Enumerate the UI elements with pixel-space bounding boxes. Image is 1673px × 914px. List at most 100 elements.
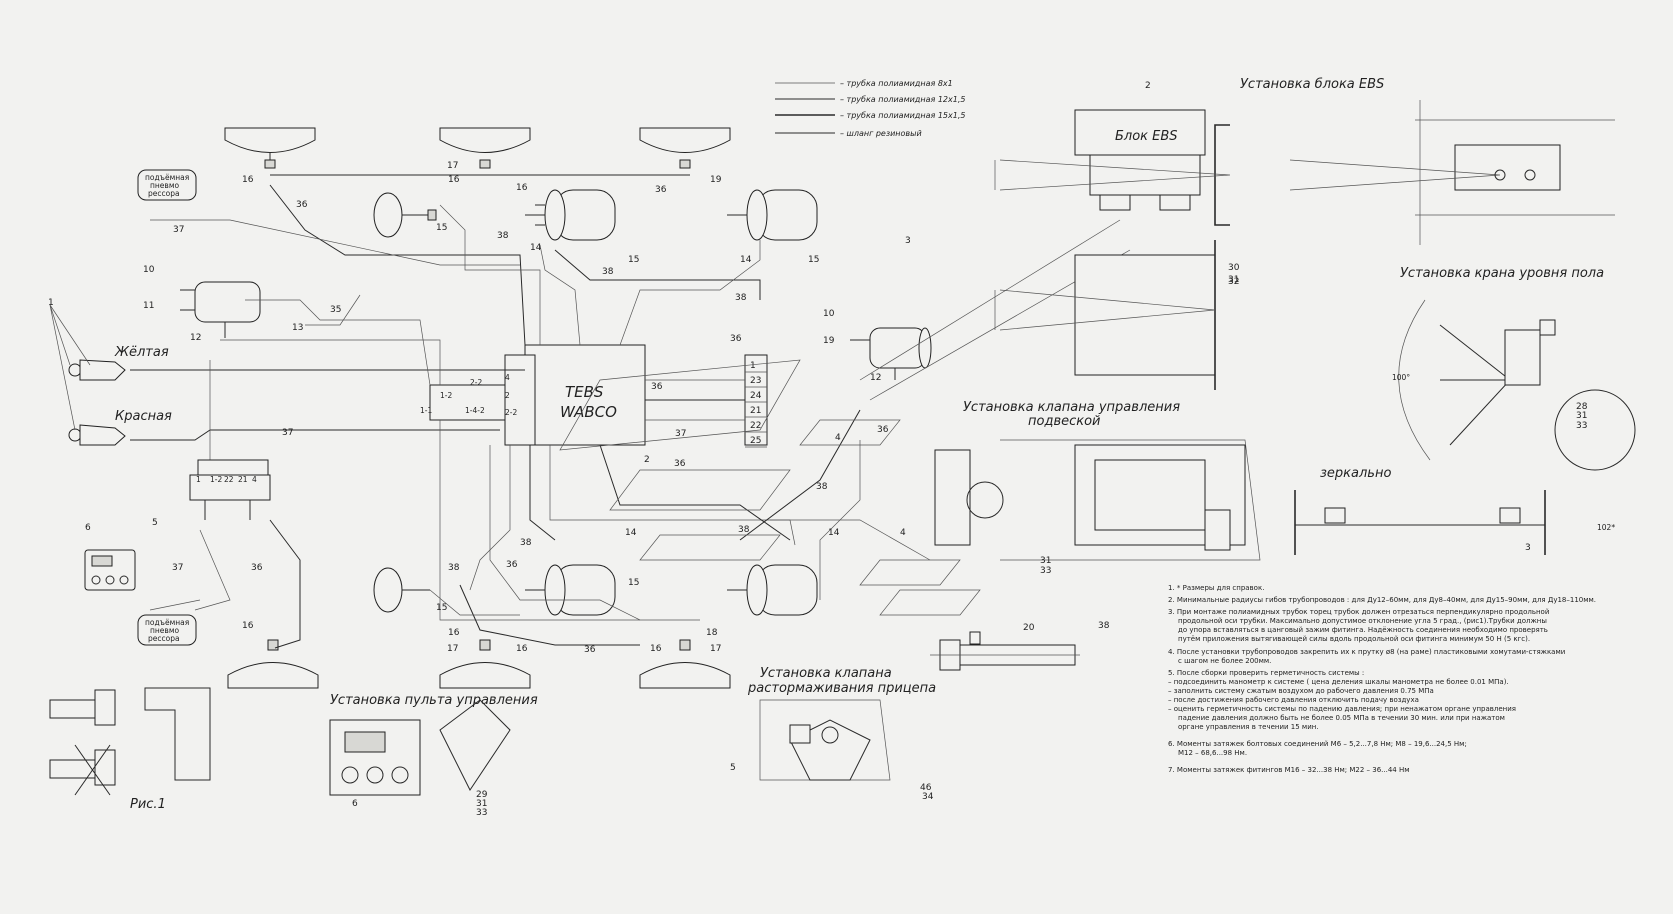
note-line: продольной оси трубки. Максимально допус… (1178, 617, 1547, 625)
callout-6: 6 (352, 799, 358, 809)
ebs-installation: Установка блока EBS Блок EBS (994, 77, 1615, 390)
module-port-label: 1-1 (420, 406, 432, 415)
callout-15: 15 (808, 255, 819, 265)
ebs-block-label: Блок EBS (1115, 129, 1178, 144)
block5-port-label: 22 (224, 475, 234, 484)
callout-31: 31 (1228, 275, 1239, 285)
callout-38: 38 (520, 538, 532, 548)
wheel-bottom-mid (439, 639, 531, 689)
wheel-top-left (224, 127, 316, 169)
legend-item-3: – трубка полиамидная 15х1,5 (840, 111, 965, 120)
callout-46: 46 (920, 783, 932, 793)
svg-text:102*: 102* (1597, 523, 1615, 532)
callout-38: 38 (1098, 621, 1110, 631)
callout-31: 31 (1576, 411, 1587, 421)
callout-4: 4 (900, 528, 906, 538)
control-panel-title: Установка пульта управления (330, 693, 538, 708)
floor-valve-title: Установка крана уровня пола (1400, 266, 1604, 281)
suspension-title-2: подвеской (1028, 414, 1101, 429)
tebs-label: TEBS (565, 383, 604, 401)
callout-14: 14 (625, 528, 637, 538)
fitting-detail (930, 631, 1080, 671)
module-port-label: 4 (505, 373, 510, 382)
callout-3: 3 (1525, 543, 1531, 553)
pipe-network (130, 184, 1131, 649)
release-title-2: растормаживания прицепа (747, 681, 936, 696)
callout-30: 30 (1228, 263, 1240, 273)
callout-14: 14 (740, 255, 752, 265)
legend-item-1: – трубка полиамидная 8х1 (840, 79, 953, 88)
note-line: 6. Моменты затяжек болтовых соединений М… (1168, 740, 1467, 748)
callout-36: 36 (877, 425, 889, 435)
note-line: – подсоединить манометр к системе ( цена… (1168, 678, 1509, 686)
callout-38: 38 (816, 482, 828, 492)
port-label: 24 (750, 391, 762, 401)
mirror-title: зеркально (1320, 466, 1391, 481)
callout-11: 11 (143, 301, 154, 311)
note-line: М12 – 68,6...98 Нм. (1178, 749, 1247, 757)
callout-28: 28 (1576, 402, 1588, 412)
note-line: до упора вставляться в цанговый зажим фи… (1178, 626, 1548, 634)
note-line: – заполнить систему сжатым воздухом до р… (1168, 687, 1434, 695)
brake-chamber-bottom-mid (525, 564, 616, 616)
callout-2: 2 (644, 455, 650, 465)
callout-15: 15 (436, 223, 447, 233)
tebs-modulator: TEBS WABCO (429, 344, 646, 446)
wheel-top-right (639, 127, 731, 169)
note-line: – после достижения рабочего давления отк… (1168, 696, 1419, 704)
figure-label: Рис.1 (130, 797, 166, 812)
legend-item-4: – шланг резиновый (840, 129, 922, 138)
callout-1: 1 (48, 298, 54, 308)
suspension-title-1: Установка клапана управления (963, 400, 1180, 415)
callout-38: 38 (738, 525, 750, 535)
callout-36: 36 (655, 185, 667, 195)
callout-4: 4 (835, 433, 841, 443)
callout-35: 35 (330, 305, 341, 315)
wheel-top-mid (439, 127, 531, 169)
mirror-view: зеркально 102* (1294, 466, 1615, 555)
callout-12: 12 (190, 333, 201, 343)
callout-15: 15 (628, 255, 639, 265)
callout-37: 37 (173, 225, 184, 235)
callout-29: 29 (476, 790, 488, 800)
module-port-label: 1-4-2 (465, 406, 485, 415)
callout-6: 6 (85, 523, 91, 533)
callout-5: 5 (152, 518, 158, 528)
callout-36: 36 (674, 459, 686, 469)
brake-chamber-top-mid (525, 189, 616, 241)
note-line: падение давления должно быть не более 0.… (1178, 714, 1505, 722)
callout-20: 20 (1023, 623, 1035, 633)
module-port-label: 1-2 (440, 391, 452, 400)
callout-10: 10 (823, 309, 835, 319)
ebs-title: Установка блока EBS (1240, 77, 1384, 92)
brake-chamber-top-right (727, 189, 818, 241)
callout-36: 36 (651, 382, 663, 392)
callout-16: 16 (448, 628, 460, 638)
legend-item-2: – трубка полиамидная 12х1,5 (840, 95, 965, 104)
callout-18: 18 (706, 628, 718, 638)
callout-36: 36 (584, 645, 596, 655)
coupling-yellow: Жёлтая (68, 345, 169, 381)
svg-text:пневмо: пневмо (150, 626, 179, 635)
module-port-label: 2-2 (470, 378, 482, 387)
control-panel-install: Установка пульта управления (329, 693, 538, 796)
module-port-label: 2-2 (505, 408, 517, 417)
note-line: 7. Моменты затяжек фитингов М16 – 32...3… (1168, 766, 1410, 774)
wheel-bottom-right (639, 639, 731, 689)
port-label: 1 (750, 361, 756, 371)
svg-text:пневмо: пневмо (150, 181, 179, 190)
notes-block: 1. * Размеры для справок.2. Минимальные … (1168, 584, 1596, 774)
callout-38: 38 (448, 563, 460, 573)
port-label: 22 (750, 421, 761, 431)
callout-14: 14 (530, 243, 542, 253)
floor-level-valve: Установка крана уровня пола 100° (1392, 266, 1636, 471)
brake-chamber-bottom-right (727, 564, 818, 616)
callout-13: 13 (292, 323, 303, 333)
svg-text:подъёмная: подъёмная (145, 618, 189, 627)
section-planes (559, 359, 981, 616)
